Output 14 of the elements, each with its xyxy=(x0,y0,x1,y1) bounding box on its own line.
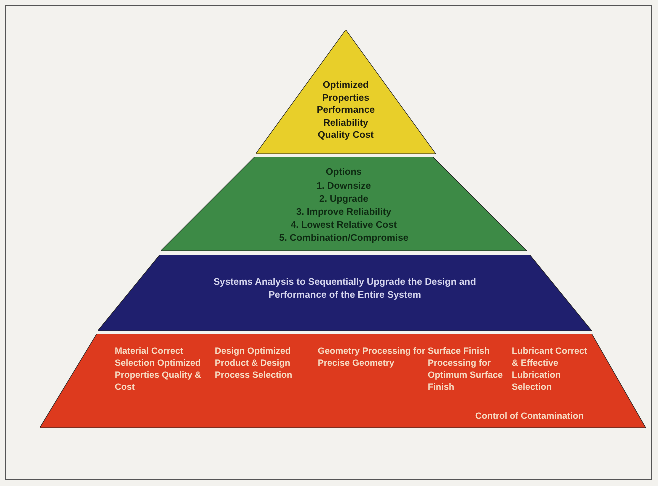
tier-text: Optimized Properties Performance Reliability Quality Cost xyxy=(316,80,376,142)
tier-text: Systems Analysis to Sequentially Upgrade the Design and Performance of the Entire System xyxy=(212,277,478,302)
column-text: Material Correct Selection Optimized Properties Quality & Cost xyxy=(115,345,203,393)
column-text: Surface Finish Processing for Optimum Surface Finish xyxy=(428,345,504,393)
column-text: Design Optimized Product & Design Process Selection xyxy=(215,345,294,381)
list-item: 2. Upgrade xyxy=(318,194,370,206)
column-text: Lubricant Correct & Effective Lubrication Selection xyxy=(512,345,589,393)
list-item: 5. Combination/Compromise xyxy=(278,233,410,246)
list-item: 4. Lowest Relative Cost xyxy=(290,220,398,232)
column-text: Geometry Processing for Precise Geometry xyxy=(318,345,426,369)
list-item: 1. Downsize xyxy=(316,181,372,194)
footer-text: Control of Contamination xyxy=(474,410,584,422)
list-item: 3. Improve Reliability xyxy=(295,207,393,220)
tier-heading: Options xyxy=(325,167,363,180)
